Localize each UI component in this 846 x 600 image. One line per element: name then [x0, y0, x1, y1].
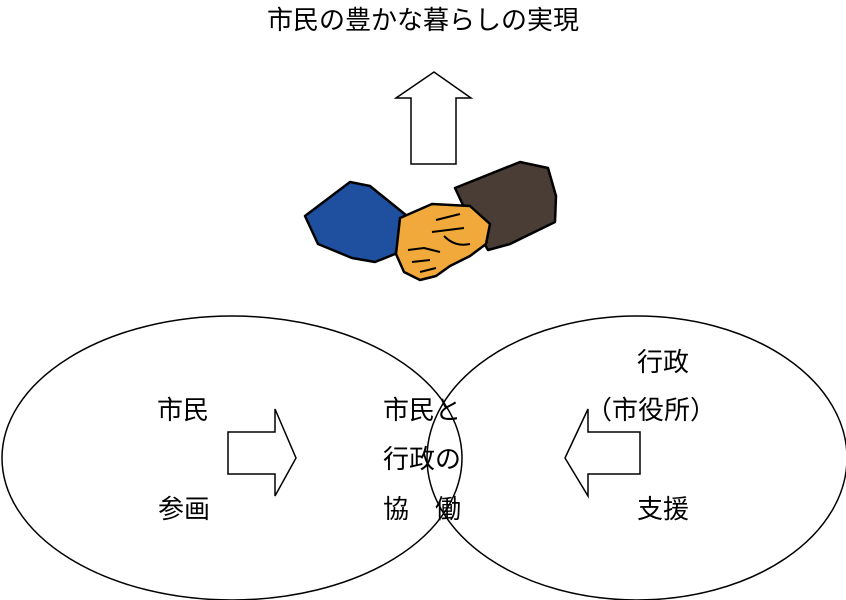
center-label-line1: 市民と [383, 396, 462, 426]
center-label-line2: 行政の [383, 445, 462, 475]
city-hall-label: （市役所） [586, 396, 717, 426]
participation-label: 参画 [158, 495, 211, 525]
citizen-label: 市民 [157, 396, 210, 426]
government-circle [426, 315, 846, 600]
up-arrow-icon [393, 71, 474, 165]
center-label-line3: 協 働 [383, 495, 462, 525]
left-arrow-icon [564, 408, 641, 499]
diagram-title: 市民の豊かな暮らしの実現 [266, 6, 579, 36]
handshake-icon [303, 160, 558, 282]
support-label: 支援 [637, 495, 690, 525]
citizen-circle [1, 315, 463, 600]
right-arrow-icon [227, 408, 297, 497]
government-label: 行政 [637, 348, 690, 378]
